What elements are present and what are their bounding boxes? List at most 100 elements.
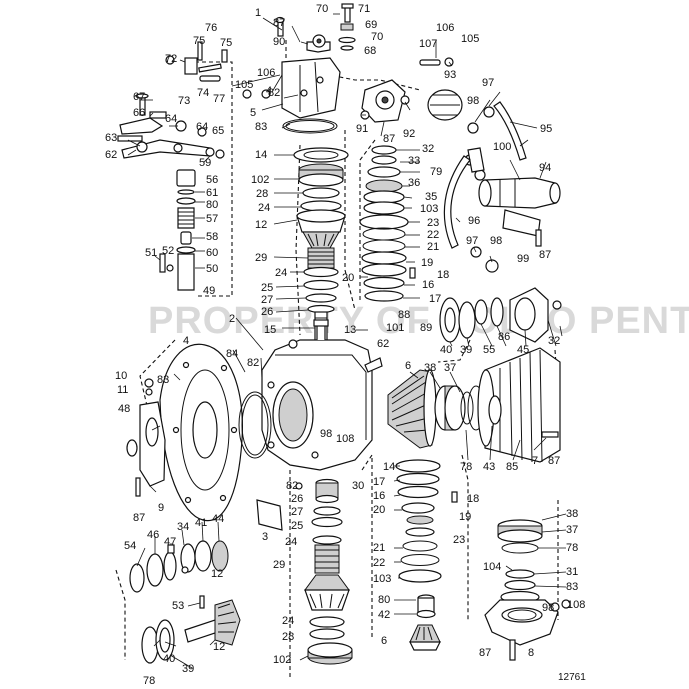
callout: 50 [206, 263, 218, 275]
upper-ring-stack [359, 145, 416, 302]
callout: 17 [429, 293, 441, 305]
callout: 47 [164, 536, 176, 548]
callout: 44 [212, 513, 224, 525]
callout: 20 [342, 272, 354, 284]
callout: 90 [273, 36, 285, 48]
callout: 9 [158, 502, 164, 514]
callout: 48 [118, 403, 130, 415]
callout: 83 [566, 581, 578, 593]
callout: 4 [183, 335, 189, 347]
small-parts-upper-left [165, 41, 271, 99]
callout: 99 [517, 253, 529, 265]
callout: 45 [517, 344, 529, 356]
callout: 41 [195, 517, 207, 529]
callout: 5 [250, 107, 256, 119]
rear-cover-parts [439, 287, 562, 343]
callout: 82 [286, 480, 298, 492]
callout: 58 [206, 231, 218, 243]
callout: 16 [373, 490, 385, 502]
callout: 101 [386, 322, 404, 334]
callout: 66 [133, 107, 145, 119]
callout: 105 [235, 79, 253, 91]
callout: 70 [316, 3, 328, 15]
drawing-number: 12761 [558, 672, 586, 683]
callout: 29 [255, 252, 267, 264]
callout: 39 [182, 663, 194, 675]
callout: 98 [467, 95, 479, 107]
callout: 69 [365, 19, 377, 31]
callout: 89 [420, 322, 432, 334]
shift-actuator-column [159, 169, 196, 291]
callout: 1 [255, 7, 261, 19]
callout: 22 [427, 229, 439, 241]
callout: 56 [206, 174, 218, 186]
callout: 53 [172, 600, 184, 612]
callout: 82 [268, 87, 280, 99]
bearing-housing-7 [477, 347, 561, 463]
callout: 24 [258, 202, 270, 214]
callout: 87 [479, 647, 491, 659]
lifting-eye [306, 34, 331, 53]
callout: 102 [251, 174, 269, 186]
callout: 46 [147, 529, 159, 541]
callout: 76 [205, 22, 217, 34]
callout: 88 [398, 309, 410, 321]
callout: 107 [419, 38, 437, 50]
bearing-38-37 [434, 385, 485, 431]
callout: 14 [383, 461, 395, 473]
end-cover-9 [126, 378, 166, 497]
callout: 108 [567, 599, 585, 611]
callout: 61 [206, 187, 218, 199]
cover-plate-3 [256, 482, 303, 531]
callout: 83 [157, 374, 169, 386]
callout: 34 [177, 521, 189, 533]
callout: 13 [344, 324, 356, 336]
callout: 33 [408, 155, 420, 167]
callout: 6 [405, 360, 411, 372]
callout: 57 [206, 213, 218, 225]
callout: 77 [213, 93, 225, 105]
callout: 43 [483, 461, 495, 473]
callout: 87 [383, 133, 395, 145]
flange-plate-4 [159, 343, 243, 522]
callout: 62 [377, 338, 389, 350]
callout: 75 [193, 35, 205, 47]
callout: 62 [105, 149, 117, 161]
callout: 75 [220, 37, 232, 49]
callout: 3 [262, 531, 268, 543]
callout: 96 [468, 215, 480, 227]
upper-gear-stack [293, 147, 349, 353]
callout: 72 [165, 53, 177, 65]
callout: 28 [256, 188, 268, 200]
callout: 51 [145, 247, 157, 259]
callout: 12 [213, 641, 225, 653]
callout: 31 [566, 566, 578, 578]
callout: 42 [378, 609, 390, 621]
seal-ring-83 [282, 118, 338, 134]
callout: 79 [430, 166, 442, 178]
callout: 15 [264, 324, 276, 336]
callout: 19 [421, 257, 433, 269]
hose-96 [443, 155, 471, 249]
callout: 26 [291, 493, 303, 505]
callout: 49 [203, 285, 215, 297]
callout: 55 [483, 344, 495, 356]
callout: 87 [548, 455, 560, 467]
callout: 82 [247, 357, 259, 369]
callout: 2 [229, 313, 235, 325]
callout: 32 [548, 335, 560, 347]
callout: 78 [460, 461, 472, 473]
callout: 108 [336, 433, 354, 445]
callout: 20 [373, 504, 385, 516]
callout: 104 [483, 561, 501, 573]
callout: 37 [444, 362, 456, 374]
pinion-shaft-12 [141, 595, 241, 664]
callout: 52 [162, 245, 174, 257]
callout: 78 [143, 675, 155, 687]
callout: 16 [422, 279, 434, 291]
callout: 24 [282, 615, 294, 627]
lower-left-shaft-group [129, 540, 229, 593]
callout: 63 [105, 132, 117, 144]
callout: 106 [436, 22, 454, 34]
